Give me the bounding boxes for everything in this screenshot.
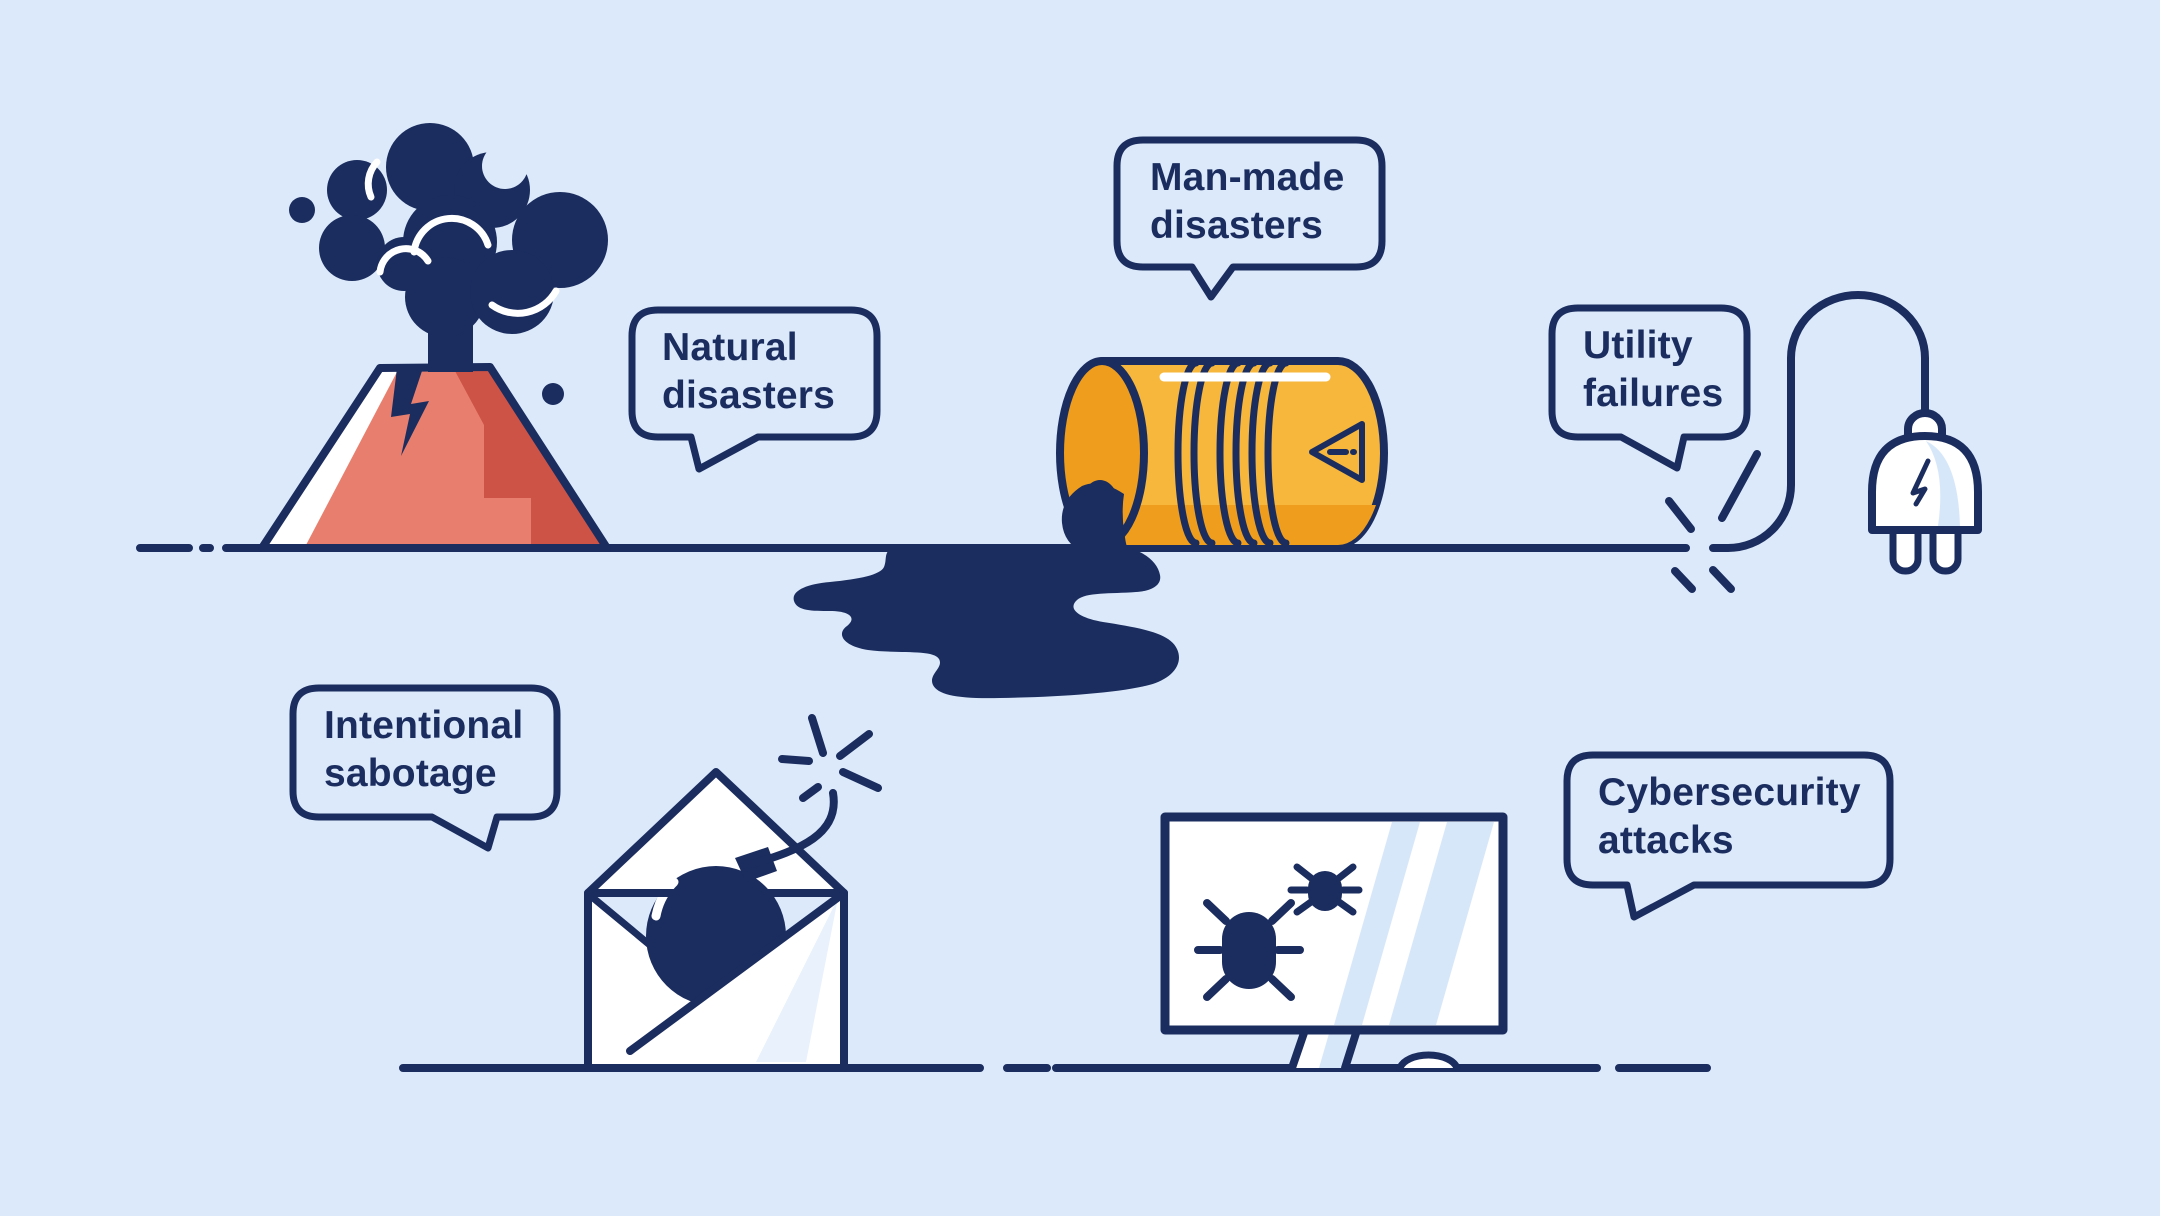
envelope-bomb-icon	[584, 714, 882, 1072]
bug-icon-small	[1287, 863, 1363, 916]
warning-triangle-icon	[1309, 421, 1365, 483]
screen-reflection	[1334, 822, 1494, 1025]
bomb-fuse	[748, 789, 838, 868]
speech-bubble-intentional-sabotage	[289, 684, 561, 852]
speech-bubble-cybersecurity-attacks	[1563, 751, 1894, 921]
fuse-spark-icon	[778, 714, 882, 802]
decorative-dots	[289, 197, 564, 405]
spark-icon	[1665, 450, 1761, 593]
monitor-icon	[1160, 812, 1508, 1072]
power-cord-icon	[1709, 291, 1929, 552]
oil-barrel-icon	[1056, 357, 1388, 552]
cable-arc	[1396, 1051, 1461, 1072]
smoke-cloud-icon	[319, 123, 608, 372]
volcano-icon	[258, 363, 611, 552]
speech-bubble-natural-disasters	[628, 306, 881, 473]
lightning-bolt-icon	[1910, 458, 1931, 507]
oil-spill-icon	[793, 549, 1179, 699]
bug-icon-large	[1194, 899, 1304, 1001]
power-plug-icon	[1868, 409, 1982, 575]
speech-bubble-man-made-disasters	[1113, 136, 1386, 301]
lightning-crack-icon	[391, 368, 429, 456]
speech-bubble-utility-failures	[1548, 304, 1751, 472]
